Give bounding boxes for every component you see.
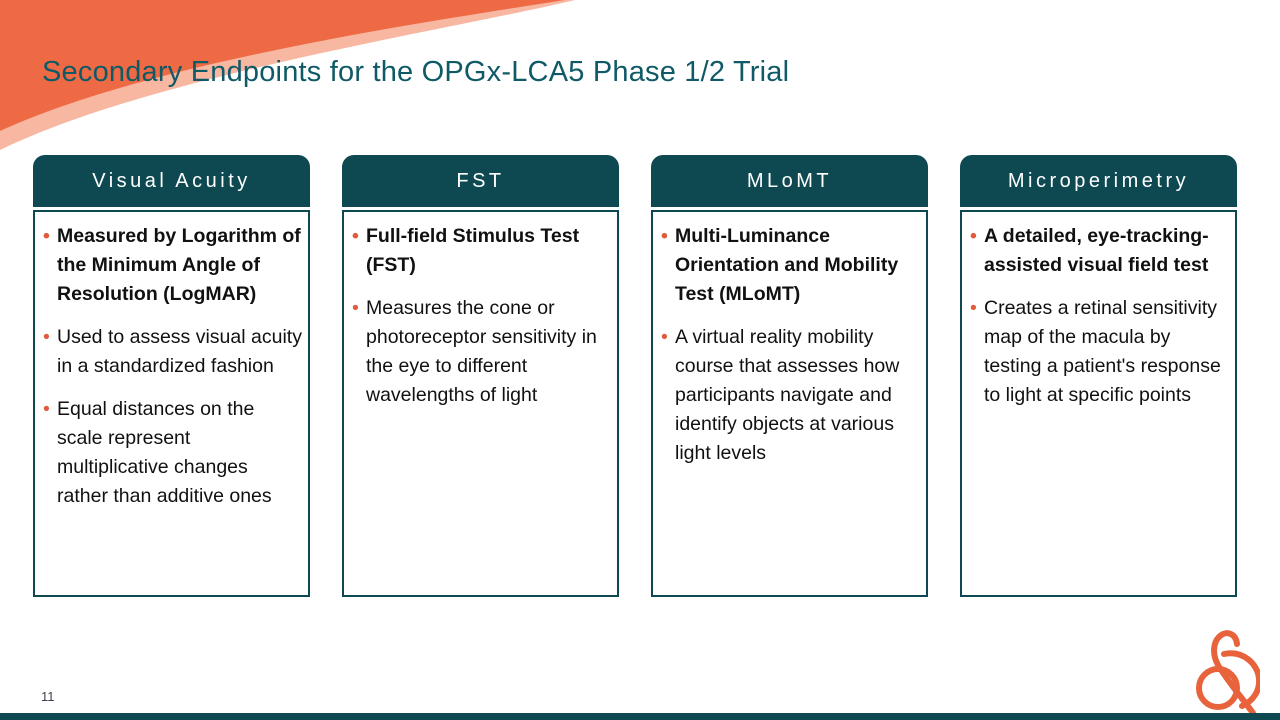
card-visual-acuity: Visual Acuity Measured by Logarithm of t… bbox=[33, 155, 310, 597]
bullet-item: Full-field Stimulus Test (FST) bbox=[351, 222, 611, 280]
card-title: MLoMT bbox=[746, 169, 833, 192]
bullet-item: A virtual reality mobility course that a… bbox=[660, 323, 920, 468]
bullet-list: A detailed, eye-tracking-assisted visual… bbox=[969, 222, 1229, 410]
card-body: Measured by Logarithm of the Minimum Ang… bbox=[33, 210, 310, 597]
page-title: Secondary Endpoints for the OPGx-LCA5 Ph… bbox=[42, 56, 790, 88]
bullet-item: Measures the cone or photoreceptor sensi… bbox=[351, 294, 611, 410]
bullet-item: Multi-Luminance Orientation and Mobility… bbox=[660, 222, 920, 309]
bullet-item: Measured by Logarithm of the Minimum Ang… bbox=[42, 222, 302, 309]
card-header: Visual Acuity bbox=[33, 155, 310, 207]
bullet-item: A detailed, eye-tracking-assisted visual… bbox=[969, 222, 1229, 280]
card-title: FST bbox=[456, 169, 505, 192]
card-mlomt: MLoMT Multi-Luminance Orientation and Mo… bbox=[651, 155, 928, 597]
page-number: 11 bbox=[41, 689, 55, 704]
corner-swoosh-shape bbox=[0, 0, 575, 150]
card-header: Microperimetry bbox=[960, 155, 1237, 207]
bullet-list: Multi-Luminance Orientation and Mobility… bbox=[660, 222, 920, 468]
card-body: Full-field Stimulus Test (FST) Measures … bbox=[342, 210, 619, 597]
card-header: MLoMT bbox=[651, 155, 928, 207]
card-body: A detailed, eye-tracking-assisted visual… bbox=[960, 210, 1237, 597]
bullet-item: Creates a retinal sensitivity map of the… bbox=[969, 294, 1229, 410]
card-microperimetry: Microperimetry A detailed, eye-tracking-… bbox=[960, 155, 1237, 597]
endpoint-cards-row: Visual Acuity Measured by Logarithm of t… bbox=[33, 155, 1239, 597]
card-fst: FST Full-field Stimulus Test (FST) Measu… bbox=[342, 155, 619, 597]
bullet-item: Used to assess visual acuity in a standa… bbox=[42, 323, 302, 381]
bullet-list: Measured by Logarithm of the Minimum Ang… bbox=[42, 222, 302, 511]
card-header: FST bbox=[342, 155, 619, 207]
bottom-accent-bar bbox=[0, 713, 1280, 720]
bullet-item: Equal distances on the scale represent m… bbox=[42, 395, 302, 511]
card-title: Visual Acuity bbox=[92, 169, 251, 192]
card-title: Microperimetry bbox=[1007, 169, 1190, 192]
card-body: Multi-Luminance Orientation and Mobility… bbox=[651, 210, 928, 597]
bullet-list: Full-field Stimulus Test (FST) Measures … bbox=[351, 222, 611, 410]
orange-swirl-logo-icon bbox=[1196, 630, 1260, 716]
